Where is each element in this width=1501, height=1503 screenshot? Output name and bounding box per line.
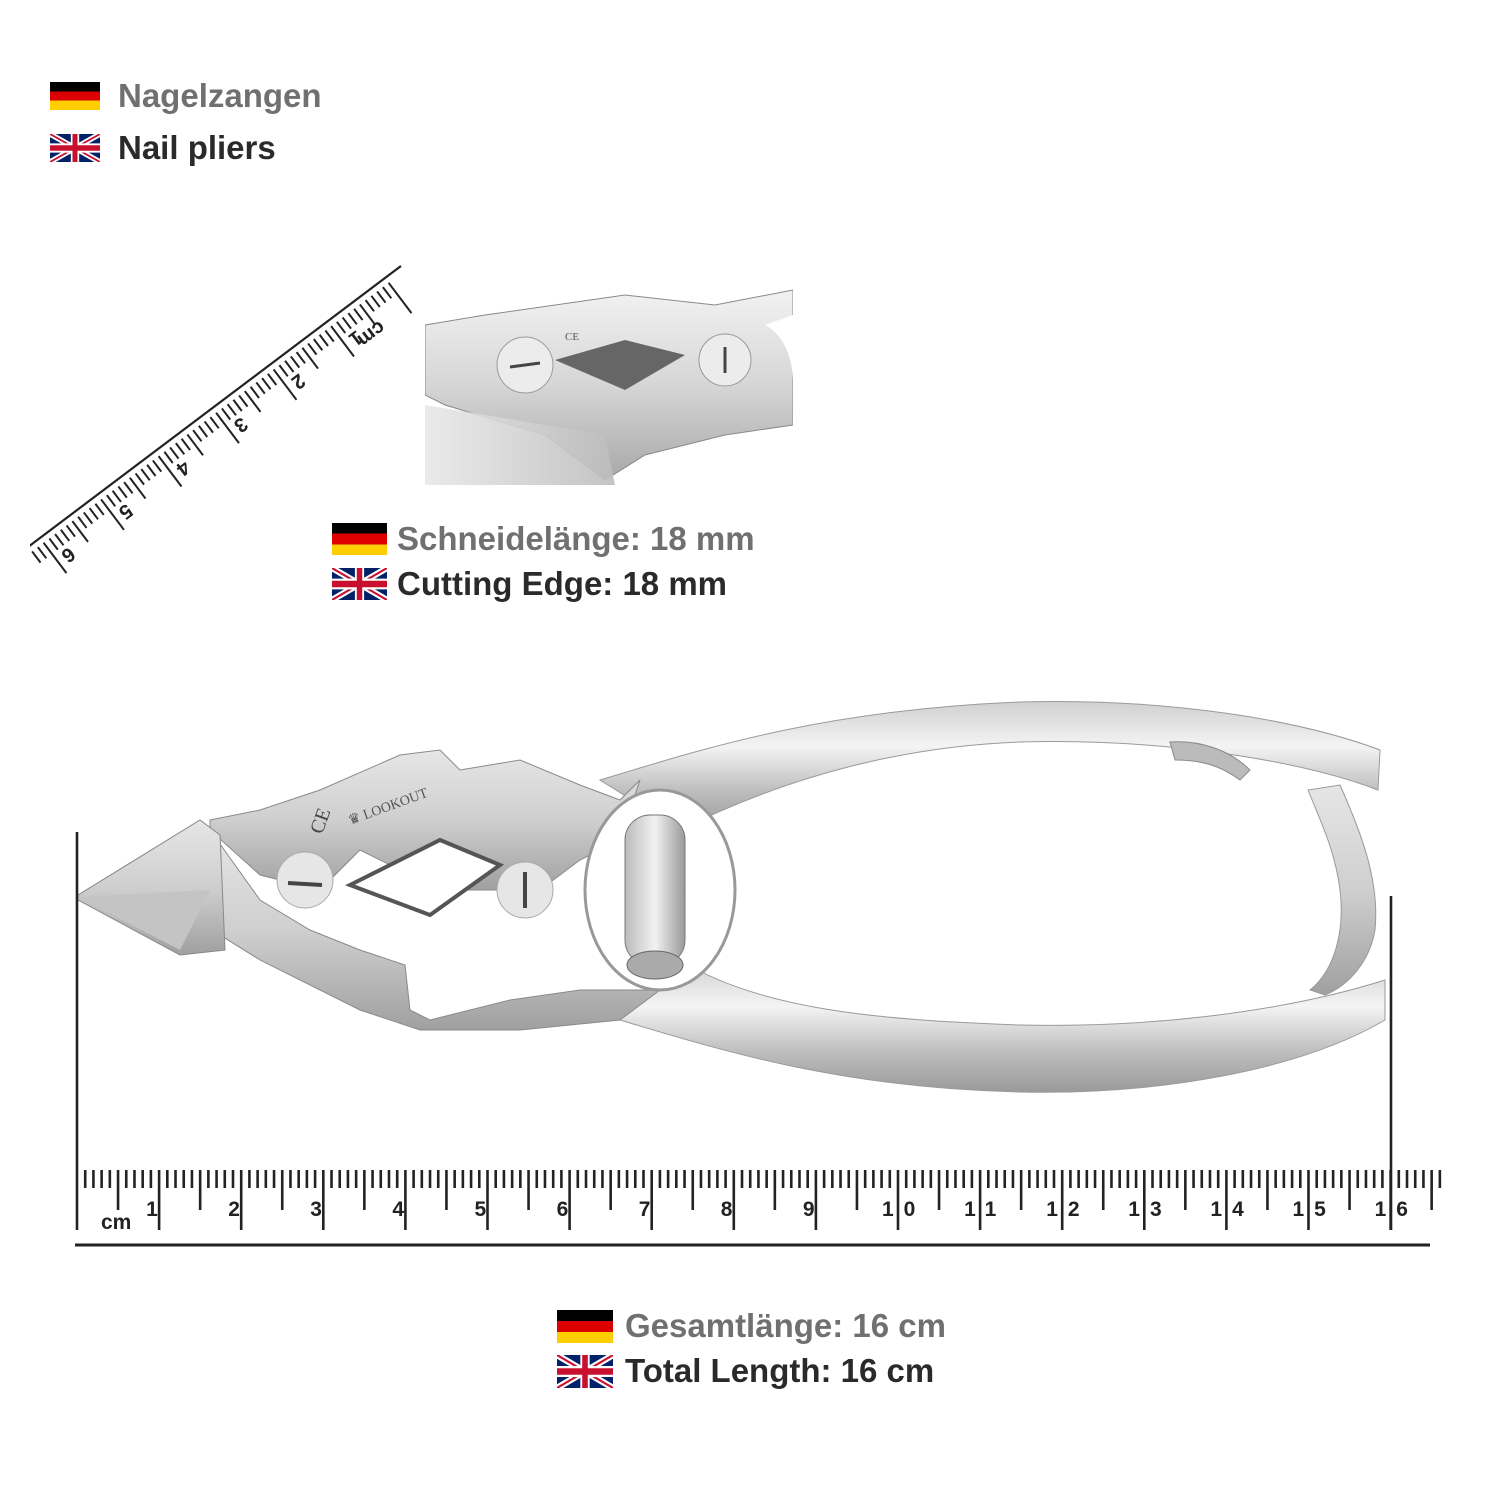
svg-text:6: 6: [557, 1198, 569, 1221]
svg-text:1: 1: [146, 1198, 158, 1221]
svg-text:5: 5: [475, 1198, 487, 1221]
svg-text:10: 10: [882, 1198, 925, 1221]
svg-text:3: 3: [229, 412, 251, 436]
ruler-unit-label: cm: [101, 1211, 131, 1234]
detail-plier-image: CE: [425, 285, 793, 485]
svg-text:3: 3: [310, 1198, 322, 1221]
svg-text:5: 5: [114, 499, 136, 523]
svg-text:6: 6: [57, 542, 79, 566]
flag-uk-icon: [557, 1354, 613, 1388]
flag-germany-icon: [332, 523, 387, 555]
svg-text:13: 13: [1128, 1198, 1171, 1221]
svg-text:11: 11: [964, 1198, 1006, 1221]
svg-text:16: 16: [1375, 1198, 1418, 1221]
title-en: Nail pliers: [118, 129, 276, 166]
total-length-en-row: Total Length: 16 cm: [557, 1352, 935, 1389]
title-de-row: Nagelzangen: [50, 77, 322, 114]
svg-text:9: 9: [803, 1198, 815, 1221]
svg-text:2: 2: [228, 1198, 240, 1221]
svg-text:CE: CE: [565, 331, 579, 343]
total-length-de: Gesamtlänge: 16 cm: [625, 1307, 946, 1344]
title-de: Nagelzangen: [118, 77, 322, 114]
svg-text:7: 7: [639, 1198, 651, 1221]
flag-uk-icon: [332, 568, 387, 600]
flag-germany-icon: [50, 82, 100, 110]
flag-germany-icon: [557, 1309, 613, 1343]
svg-text:15: 15: [1293, 1198, 1336, 1221]
svg-text:2: 2: [287, 369, 309, 393]
cutting-edge-en-row: Cutting Edge: 18 mm: [332, 565, 728, 602]
cutting-edge-de-row: Schneidelänge: 18 mm: [332, 520, 755, 557]
cutting-edge-de: Schneidelänge: 18 mm: [397, 520, 755, 557]
svg-text:8: 8: [721, 1198, 733, 1221]
svg-text:4: 4: [392, 1198, 404, 1221]
title-en-row: Nail pliers: [50, 129, 276, 166]
svg-text:12: 12: [1046, 1198, 1089, 1221]
flag-uk-icon: [50, 134, 100, 162]
plier-image: CE ♛ LOOKOUT: [60, 690, 1440, 1110]
total-length-en: Total Length: 16 cm: [625, 1352, 935, 1389]
total-length-de-row: Gesamtlänge: 16 cm: [557, 1307, 946, 1344]
cutting-edge-en: Cutting Edge: 18 mm: [397, 565, 728, 602]
svg-text:14: 14: [1210, 1198, 1253, 1221]
